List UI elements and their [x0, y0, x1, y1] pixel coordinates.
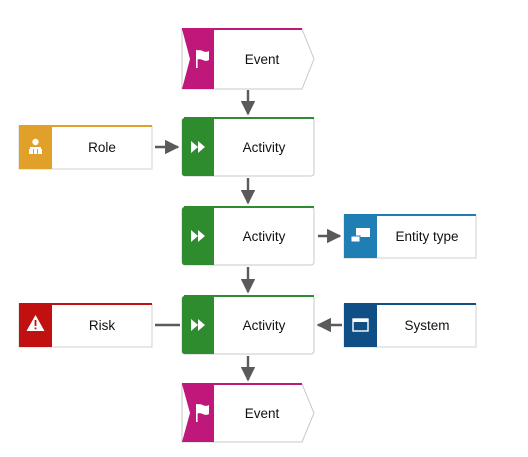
warning-icon [26, 315, 45, 331]
entity-type-icon [350, 228, 370, 243]
entity-type-node[interactable]: Entity type [343, 214, 477, 259]
fast-forward-icon [191, 141, 205, 153]
system-node[interactable]: System [343, 303, 477, 348]
event-end-node[interactable]: Event [181, 383, 315, 443]
event-start-label: Event [245, 52, 280, 67]
flag-icon [196, 50, 209, 68]
org-chart-icon [29, 138, 42, 154]
activity-1-label: Activity [243, 140, 286, 155]
activity-node-3[interactable]: Activity [181, 295, 315, 355]
window-icon [352, 318, 369, 332]
activity-3-label: Activity [243, 318, 286, 333]
system-label: System [404, 318, 449, 333]
risk-label: Risk [89, 318, 115, 333]
entity-type-label: Entity type [395, 229, 458, 244]
flag-icon [196, 404, 209, 422]
risk-node[interactable]: Risk [18, 303, 153, 348]
activity-node-2[interactable]: Activity [181, 206, 315, 266]
connectors [155, 90, 342, 382]
event-end-label: Event [245, 406, 280, 421]
role-node[interactable]: Role [18, 125, 153, 170]
activity-2-label: Activity [243, 229, 286, 244]
role-label: Role [88, 140, 116, 155]
activity-node-1[interactable]: Activity [181, 117, 315, 177]
fast-forward-icon [191, 230, 205, 242]
fast-forward-icon [191, 319, 205, 331]
event-start-node[interactable]: Event [181, 28, 315, 90]
